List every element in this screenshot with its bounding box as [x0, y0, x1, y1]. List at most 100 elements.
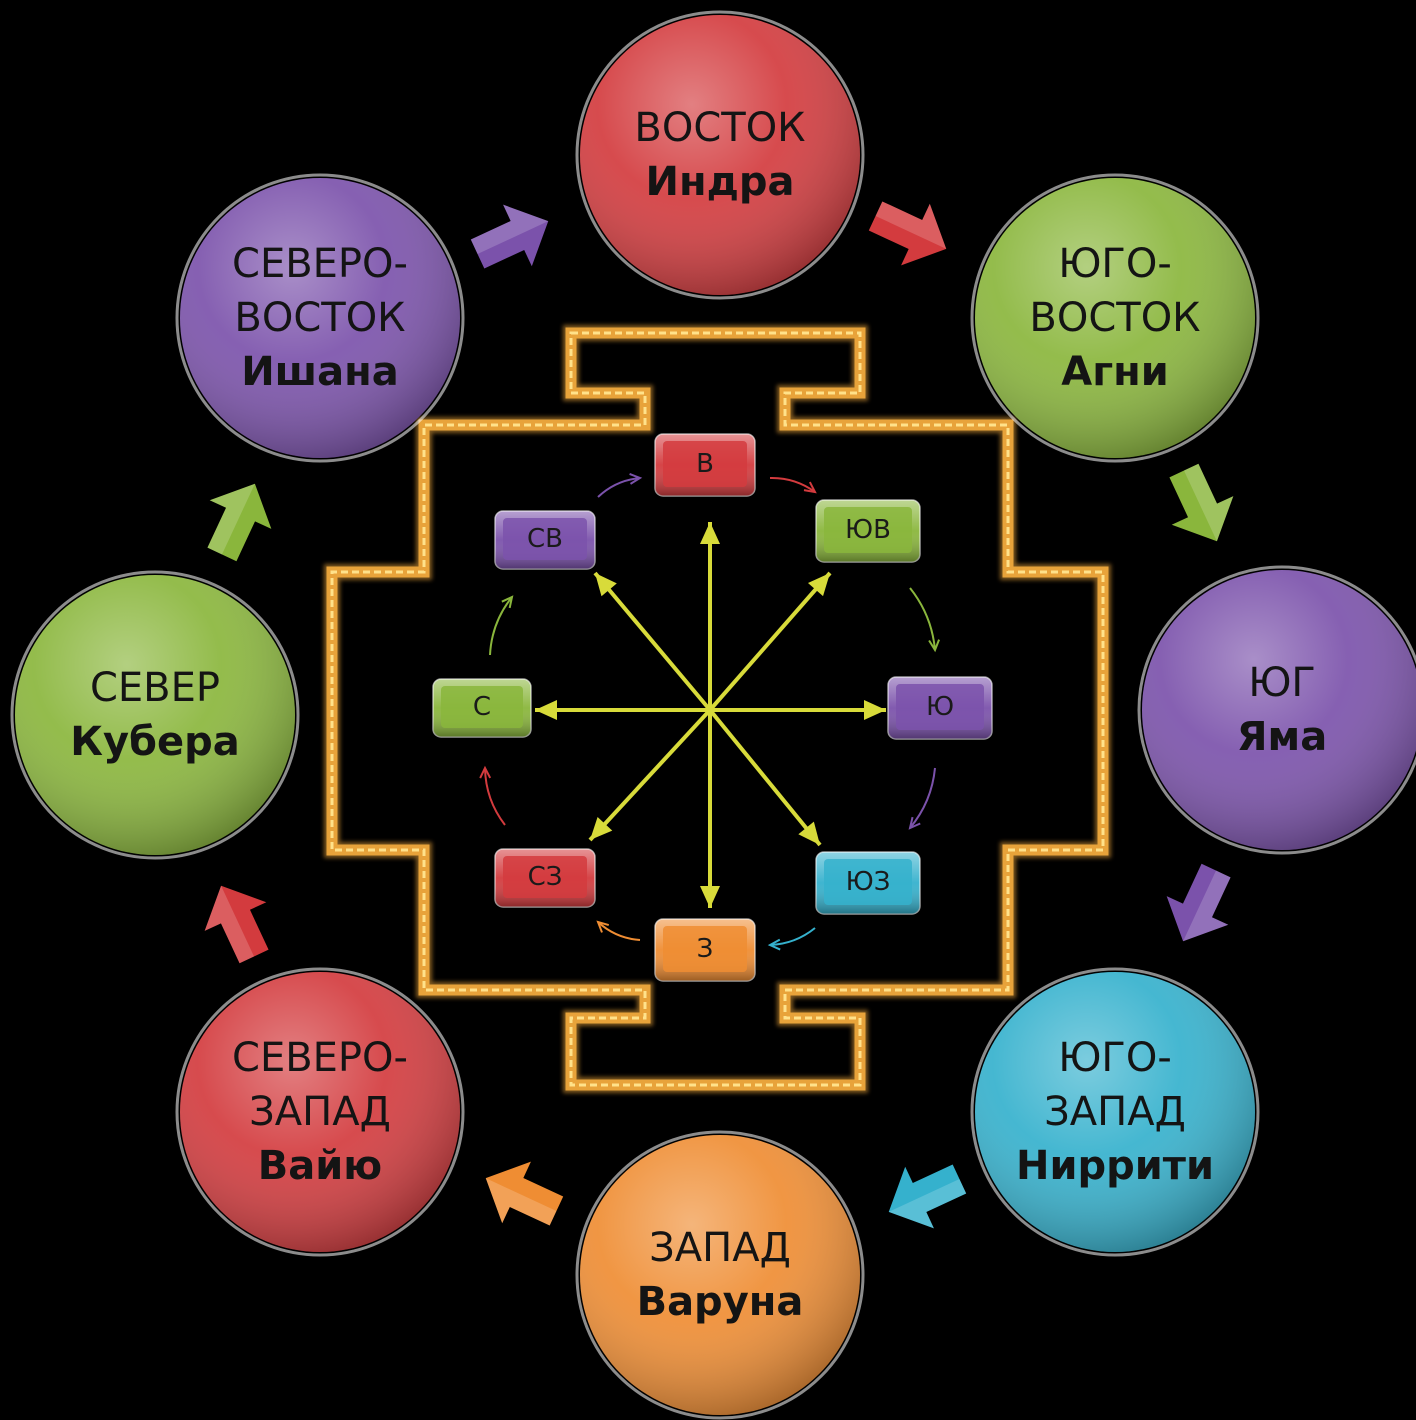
big-arrow-2 — [1169, 463, 1234, 542]
small-arrow-4 — [597, 921, 641, 941]
spoke-arrowhead-sv — [595, 573, 617, 597]
small-arrow-0 — [769, 476, 816, 493]
small-arrowhead-6 — [501, 595, 514, 609]
big-arrow-highlight — [470, 204, 549, 255]
small-arrow-6 — [489, 596, 513, 656]
spoke-arrowhead-s — [535, 700, 557, 720]
big-arrow-shape — [888, 1164, 967, 1229]
circle-shading — [580, 1135, 860, 1415]
circle-shading — [580, 15, 860, 295]
small-arrow-2 — [909, 767, 936, 829]
circle-deity-label: Кубера — [70, 719, 239, 765]
small-arrow-7 — [597, 477, 641, 498]
spoke-arrowhead-sz — [590, 817, 613, 840]
circle-rim — [175, 967, 465, 1257]
big-arrow-highlight — [888, 1178, 967, 1229]
circle-deity-label: Ишана — [241, 349, 399, 395]
small-arrow-1 — [909, 587, 936, 651]
box-face — [503, 856, 587, 898]
spoke-yuz — [708, 708, 822, 847]
direction-boxes: В ЮВ Ю ЮЗ З СЗ С СВ — [432, 433, 996, 986]
circle-rim — [970, 173, 1260, 463]
circle-shading — [975, 178, 1255, 458]
box-yu: Ю — [887, 676, 996, 744]
spoke-yuv — [708, 571, 832, 712]
circle-northeast: СЕВЕРО- ВОСТОК Ишана — [175, 173, 465, 463]
circle-direction-label: ЮГ — [1248, 660, 1316, 706]
circle-direction-label: СЕВЕРО- — [232, 241, 408, 287]
big-arrow-4 — [888, 1164, 967, 1229]
circle-direction-label: СЕВЕР — [90, 665, 220, 711]
circle-shading — [1142, 570, 1416, 850]
circle-deity-label: Ниррити — [1016, 1143, 1214, 1189]
box-label: Ю — [926, 692, 954, 722]
box-sz: СЗ — [494, 848, 599, 912]
box-s: С — [432, 678, 535, 742]
frame-border-inner — [330, 331, 1105, 1087]
spoke-arrowhead-z — [700, 886, 720, 908]
big-arrow-5 — [485, 1161, 564, 1226]
circle-deity-label: Индра — [645, 159, 794, 205]
small-arrow-3 — [769, 927, 816, 946]
spoke-arrowhead-v — [700, 522, 720, 544]
big-arrow-3 — [1166, 863, 1231, 942]
spoke-arrowhead-yuz — [798, 821, 820, 845]
small-arrow-5 — [484, 767, 506, 826]
box-face — [503, 518, 587, 560]
box-v: В — [654, 433, 759, 501]
circle-east: ВОСТОК Индра — [575, 10, 865, 300]
circle-direction-label: ЮГО- — [1058, 1035, 1172, 1081]
box-label: ЮЗ — [846, 867, 891, 897]
big-arrow-7 — [207, 483, 272, 562]
circle-deity-label: Агни — [1061, 349, 1169, 395]
circle-shading — [975, 972, 1255, 1252]
box-sv: СВ — [494, 510, 599, 574]
circle-rim — [10, 570, 300, 860]
small-arrowhead-7 — [629, 472, 643, 485]
direction-spokes — [535, 522, 886, 908]
circle-shading — [180, 972, 460, 1252]
small-arrowhead-5 — [479, 765, 492, 779]
circle-direction-label: ЗАПАД — [249, 1089, 391, 1135]
big-arrow-6 — [204, 885, 269, 964]
box-face — [896, 684, 984, 730]
box-face — [663, 926, 747, 972]
spoke-sz — [588, 708, 712, 842]
box-label: СЗ — [528, 862, 563, 892]
small-arrowhead-1 — [928, 639, 940, 653]
circle-direction-label: СЕВЕРО- — [232, 1035, 408, 1081]
circle-rim — [1137, 565, 1416, 855]
big-arrow-highlight — [1183, 870, 1231, 942]
spoke-arrowhead-yu — [864, 700, 886, 720]
big-arrow-shape — [868, 201, 947, 266]
circle-rim — [575, 10, 865, 300]
circle-southwest: ЮГО- ЗАПАД Ниррити — [970, 967, 1260, 1257]
box-label: ЮВ — [845, 515, 891, 545]
box-z: З — [654, 918, 759, 986]
circle-direction-label: ВОСТОК — [634, 105, 805, 151]
circle-direction-label: ВОСТОК — [234, 295, 405, 341]
small-arrowhead-2 — [908, 816, 921, 830]
big-arrow-shape — [485, 1161, 564, 1226]
spoke-arrowhead-yuv — [807, 573, 830, 597]
small-arrowhead-0 — [803, 481, 817, 494]
box-face — [824, 859, 912, 905]
spoke-sv — [593, 571, 712, 712]
big-arrow-shape — [207, 483, 272, 562]
circle-rim — [970, 967, 1260, 1257]
circle-shading — [15, 575, 295, 855]
big-arrow-shape — [1169, 463, 1234, 542]
big-arrow-shape — [204, 885, 269, 964]
big-arrow-highlight — [875, 201, 947, 249]
big-arrow-shape — [470, 204, 549, 269]
small-arrowhead-3 — [767, 938, 781, 951]
circle-deity-label: Варуна — [637, 1279, 804, 1325]
circle-direction-label: ЗАПАД — [1044, 1089, 1186, 1135]
yantra-frame — [324, 325, 1111, 1093]
box-face — [663, 441, 747, 487]
